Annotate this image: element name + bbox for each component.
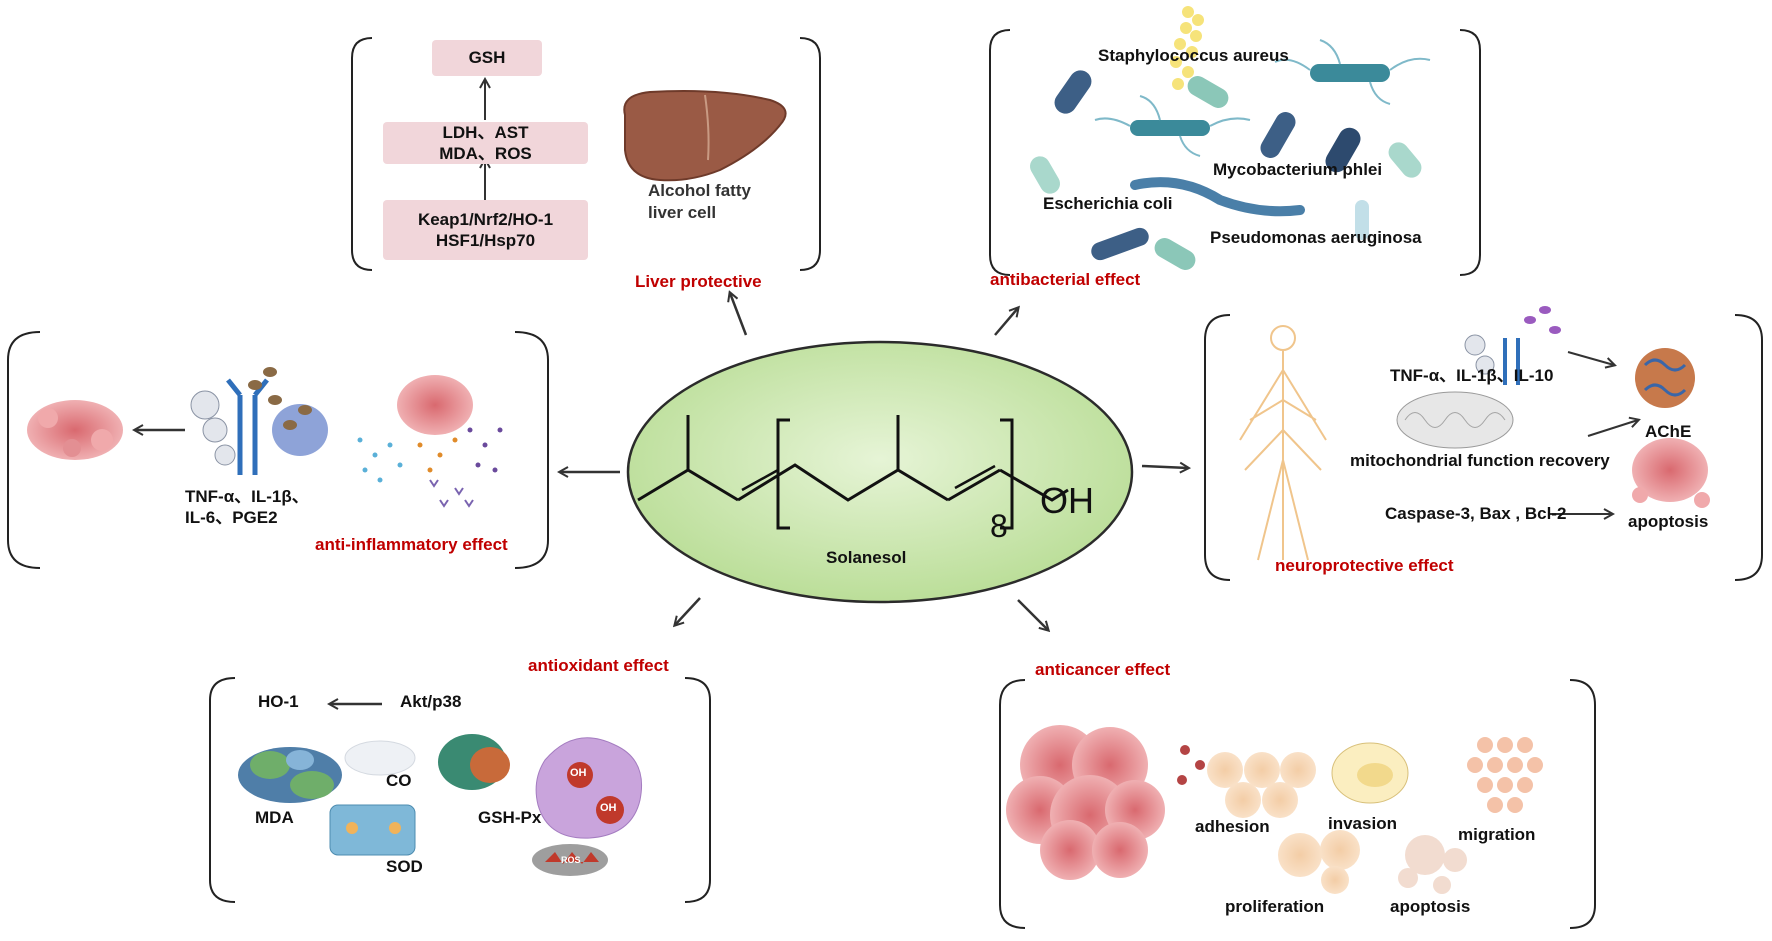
liver-title: Liver protective bbox=[635, 272, 762, 291]
anticancer-panel-frame bbox=[999, 679, 1596, 929]
antioxidant-panel-frame bbox=[209, 677, 711, 903]
antioxidant-title: antioxidant effect bbox=[528, 656, 669, 675]
solanesol-structure bbox=[637, 415, 1069, 530]
ache-protein bbox=[1635, 348, 1695, 408]
antibacterial-title: antibacterial effect bbox=[990, 270, 1141, 289]
akt-label: Akt/p38 bbox=[400, 692, 462, 711]
mda-label: MDA bbox=[255, 808, 294, 827]
proliferation-label: proliferation bbox=[1225, 897, 1325, 916]
liver-bottom-line2: HSF1/Hsp70 bbox=[435, 231, 536, 250]
gshpx-protein bbox=[438, 734, 510, 790]
anticancer-title: anticancer effect bbox=[1035, 660, 1171, 679]
liver-bottom-line1: Keap1/Nrf2/HO-1 bbox=[417, 209, 554, 229]
solanesol-ellipse bbox=[626, 340, 1134, 604]
invasion-cell bbox=[1331, 742, 1409, 804]
adhesion-label: adhesion bbox=[1195, 817, 1270, 836]
staph-label: Staphylococcus aureus bbox=[1098, 46, 1289, 65]
sod-protein bbox=[329, 804, 416, 856]
oh-label: OH bbox=[1040, 480, 1094, 521]
co-cloud bbox=[344, 740, 416, 776]
gshpx-label: GSH-Px bbox=[478, 808, 542, 827]
ache-label: AChE bbox=[1645, 422, 1692, 441]
neuro-receptor bbox=[1464, 306, 1561, 385]
repeat-count: 8 bbox=[990, 508, 1008, 544]
ros-oh-2: OH bbox=[600, 802, 617, 814]
invasion-label: invasion bbox=[1328, 814, 1397, 833]
sod-label: SOD bbox=[386, 857, 423, 876]
liver-cell-label-1: Alcohol fatty bbox=[648, 181, 751, 200]
inflamed-cell-left bbox=[27, 400, 123, 460]
nervous-system-figure bbox=[1239, 325, 1327, 561]
pseudo-label: Pseudomonas aeruginosa bbox=[1210, 228, 1422, 247]
liver-mid-box: LDH、AST MDA、ROS bbox=[383, 122, 588, 164]
antiinflammatory-title: anti-inflammatory effect bbox=[315, 535, 508, 554]
antiinflammatory-line2: IL-6、PGE2 bbox=[185, 508, 278, 527]
liver-mid-line1: LDH、AST bbox=[442, 122, 529, 142]
neuroprotective-panel-frame bbox=[1204, 314, 1763, 581]
ecoli-label: Escherichia coli bbox=[1043, 194, 1173, 213]
antiinflammatory-panel-frame bbox=[7, 331, 549, 569]
ros-cell bbox=[532, 737, 643, 876]
anticancer-apoptosis-label: apoptosis bbox=[1390, 897, 1471, 916]
neuro-arrows bbox=[1550, 351, 1638, 514]
proliferation-cells bbox=[1278, 830, 1360, 894]
liver-panel-frame bbox=[351, 37, 821, 271]
neuro-caspase: Caspase-3, Bax , Bcl-2 bbox=[1385, 504, 1567, 523]
mitochondrion bbox=[1396, 391, 1514, 449]
staph-cluster bbox=[1170, 6, 1204, 90]
liver-bottom-box: Keap1/Nrf2/HO-1 HSF1/Hsp70 bbox=[383, 200, 588, 260]
liver-mid-line2: MDA、ROS bbox=[439, 144, 532, 163]
ho1-label: HO-1 bbox=[258, 692, 299, 711]
neuro-title: neuroprotective effect bbox=[1275, 556, 1454, 575]
neuro-cytokines: TNF-α、IL-1β、IL-10 bbox=[1390, 366, 1554, 385]
liver-organ bbox=[623, 90, 787, 182]
molecule-name: Solanesol bbox=[826, 548, 907, 567]
antiinflammatory-line1: TNF-α、IL-1β、 bbox=[185, 487, 309, 506]
liver-gsh-box: GSH bbox=[432, 40, 542, 76]
adhesion-cells bbox=[1177, 745, 1316, 818]
neuro-mito: mitochondrial function recovery bbox=[1350, 451, 1610, 470]
liver-gsh-text: GSH bbox=[468, 48, 506, 68]
neuro-apoptosis: apoptosis bbox=[1628, 512, 1709, 531]
ros-label: ROS bbox=[561, 855, 581, 865]
arrows-from-center bbox=[560, 293, 1188, 630]
neuro-apoptotic-cell bbox=[1632, 438, 1710, 508]
co-label: CO bbox=[386, 771, 412, 790]
migration-label: migration bbox=[1458, 825, 1536, 844]
receptor-antibody bbox=[190, 367, 328, 475]
migration-cells bbox=[1467, 737, 1543, 813]
mda-protein bbox=[238, 747, 342, 803]
ros-oh-1: OH bbox=[570, 767, 587, 779]
antibacterial-panel-frame bbox=[989, 29, 1481, 276]
apoptosis-cells bbox=[1398, 835, 1467, 894]
liver-cell-label-2: liver cell bbox=[648, 203, 717, 222]
bacteria-illustrations bbox=[1030, 6, 1431, 270]
inflammation-scatter bbox=[357, 375, 503, 508]
myco-label: Mycobacterium phlei bbox=[1213, 160, 1383, 179]
tumor-cluster bbox=[1006, 725, 1165, 880]
